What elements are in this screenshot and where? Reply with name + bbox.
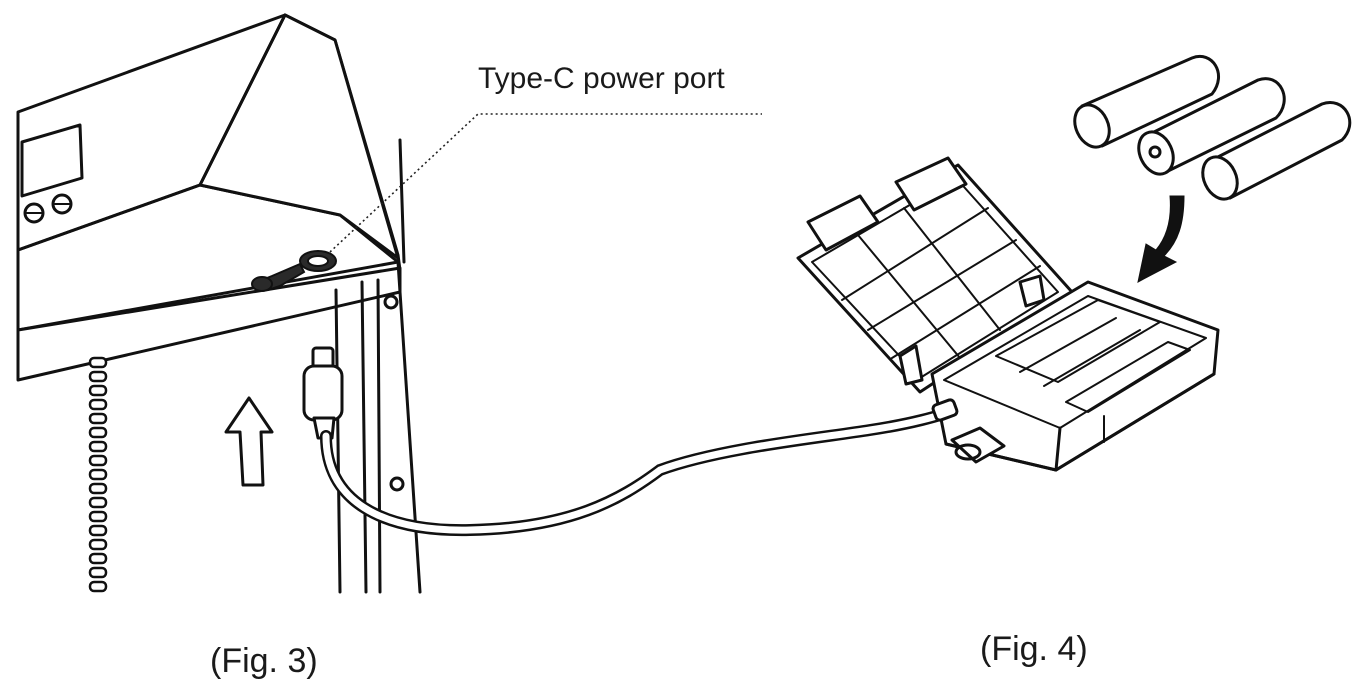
aa-battery-2 <box>1137 77 1286 176</box>
vent-slot <box>88 496 108 509</box>
vent-slot <box>88 398 108 411</box>
vent-slot <box>88 566 108 579</box>
vent-slot <box>88 538 108 551</box>
vent-slot <box>88 384 108 397</box>
vent-slot <box>88 482 108 495</box>
aa-battery-1 <box>1073 54 1220 149</box>
vent-slots <box>88 356 108 593</box>
vent-slot <box>88 426 108 439</box>
device-housing <box>16 13 402 382</box>
lid-clip-left <box>806 194 880 252</box>
vent-slot <box>88 552 108 565</box>
post-screw-bottom-icon <box>389 476 405 492</box>
button-right-icon <box>51 193 73 215</box>
post-screw-top-icon <box>383 294 399 310</box>
vent-slot <box>88 440 108 453</box>
fig3-caption: (Fig. 3) <box>210 642 318 680</box>
callout-leader-line <box>329 113 762 253</box>
lid-clip-right <box>894 156 968 212</box>
vent-slot <box>88 510 108 523</box>
vent-slot <box>88 370 108 383</box>
battery-terminal-icon <box>1148 145 1162 159</box>
mounting-post <box>334 138 422 594</box>
vent-slot <box>88 580 108 593</box>
type-c-port-icon <box>251 250 337 292</box>
vent-slot <box>88 524 108 537</box>
aa-battery-3 <box>1201 101 1352 201</box>
battery-box <box>796 156 1220 472</box>
insert-batteries-arrow-icon <box>1137 195 1185 283</box>
callout-type-c-power-port: Type-C power port <box>478 62 725 95</box>
insert-up-arrow-icon <box>224 396 274 487</box>
fig4-caption: (Fig. 4) <box>980 630 1088 668</box>
button-left-icon <box>23 202 45 224</box>
vent-slot <box>88 454 108 467</box>
vent-slot <box>88 356 108 369</box>
usb-c-plug-icon <box>302 346 344 440</box>
vent-slot <box>88 412 108 425</box>
display-window-icon <box>20 123 84 198</box>
battery-box-hanging-tab <box>950 426 1006 464</box>
vent-slot <box>88 468 108 481</box>
aa-batteries <box>1073 54 1352 201</box>
power-cable <box>320 404 960 537</box>
